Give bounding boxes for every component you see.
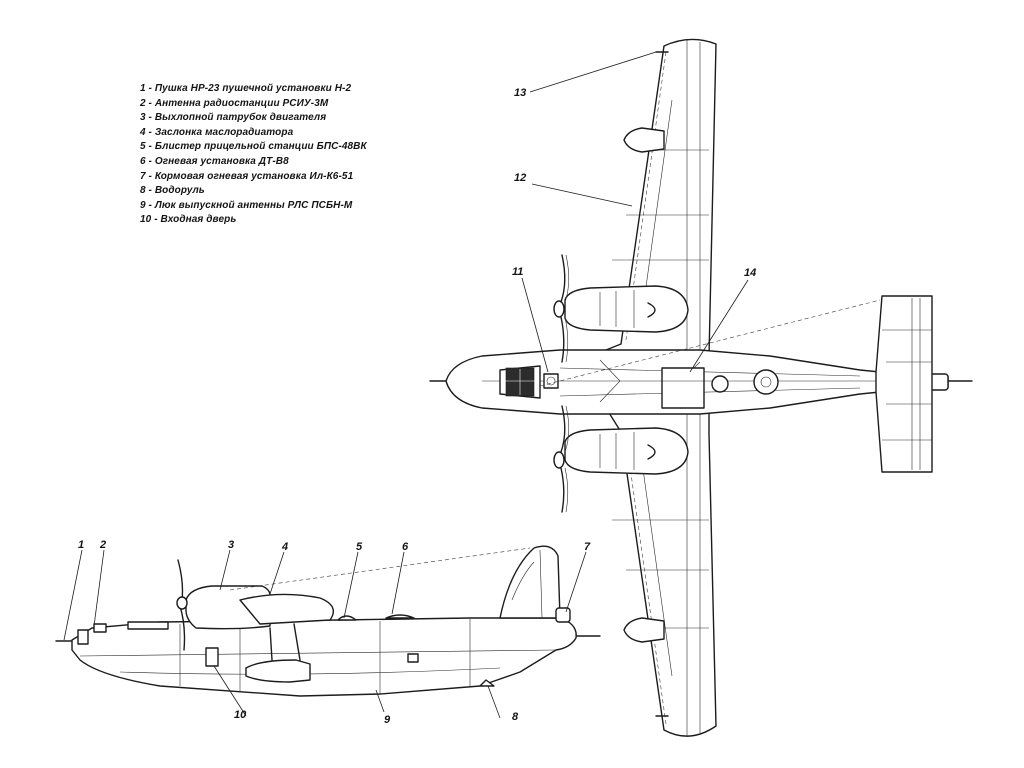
callout-12: 12 — [514, 172, 526, 184]
legend-item-2: 2 - Антенна радиостанции РСИУ-3М — [140, 97, 329, 109]
side-nacelle — [185, 585, 272, 630]
legend-item-3: 3 - Выхлопной патрубок двигателя — [140, 112, 327, 124]
callout-5: 5 — [356, 541, 363, 553]
legend-item-7: 7 - Кормовая огневая установка Ил-К6-51 — [140, 170, 354, 182]
legend-item-4: 4 - Заслонка маслорадиатора — [140, 126, 294, 138]
side-view — [55, 545, 601, 697]
top-view — [429, 38, 973, 737]
propellers — [553, 254, 570, 513]
wingtip-floats — [623, 51, 669, 717]
legend-item-9: 9 - Люк выпускной антенны РЛС ПСБН-М — [140, 199, 353, 211]
callout-leaders — [63, 51, 749, 719]
callout-3: 3 — [228, 539, 234, 551]
legend-item-1: 1 - Пушка НР-23 пушечной установки Н-2 — [140, 83, 352, 94]
callout-6: 6 — [402, 541, 409, 553]
vertical-fin — [499, 545, 561, 619]
legend-item-5: 5 - Блистер прицельной станции БПС-48ВК — [140, 141, 367, 153]
callout-8: 8 — [512, 711, 519, 723]
legend-item-6: 6 - Огневая установка ДТ-В8 — [140, 155, 289, 167]
callout-2: 2 — [99, 539, 106, 551]
callout-11: 11 — [512, 266, 523, 278]
callout-7: 7 — [584, 541, 591, 553]
legend-item-10: 10 - Входная дверь — [140, 214, 237, 226]
legend-item-8: 8 - Водоруль — [140, 185, 205, 197]
engine-nacelles — [564, 285, 689, 475]
callout-14: 14 — [744, 267, 756, 279]
callout-numbers: 1 2 3 4 5 6 7 8 9 10 11 12 13 14 — [78, 87, 756, 726]
callout-1: 1 — [78, 539, 84, 551]
callout-13: 13 — [514, 87, 526, 99]
callout-10: 10 — [234, 709, 247, 721]
callout-9: 9 — [384, 714, 391, 726]
entrance-door — [205, 647, 219, 667]
cockpit-glazing — [499, 365, 559, 399]
tailplane — [875, 295, 933, 473]
callout-4: 4 — [281, 541, 288, 553]
legend-list: 1 - Пушка НР-23 пушечной установки Н-2 2… — [140, 82, 367, 228]
